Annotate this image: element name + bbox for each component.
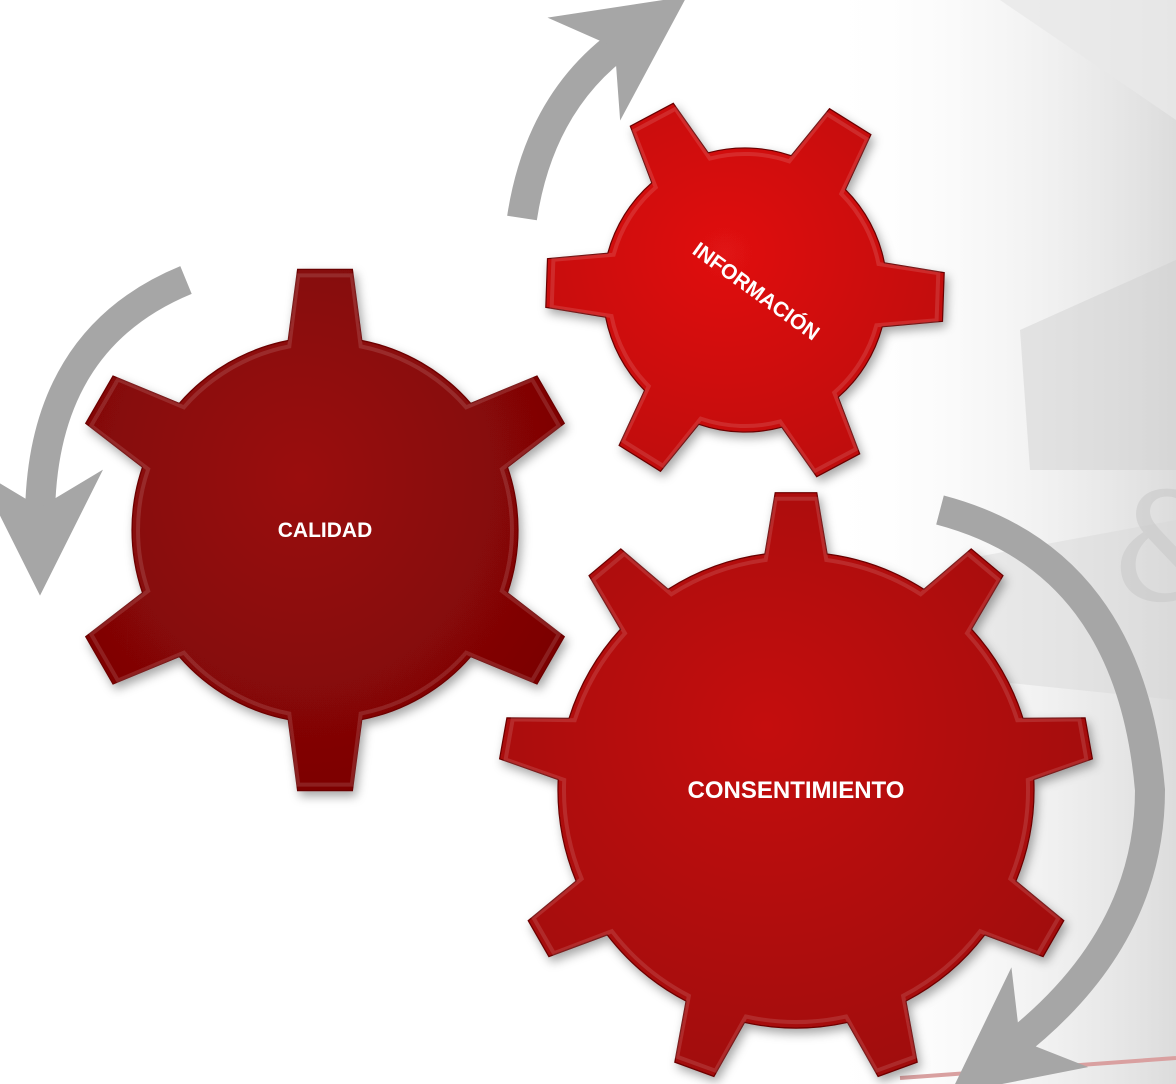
- watermark-ampersand: &: [1110, 462, 1176, 636]
- gear-label-calidad: CALIDAD: [278, 519, 373, 542]
- gear-label-consentimiento: CONSENTIMIENTO: [688, 777, 905, 804]
- gear-informacion-bevel: [549, 106, 941, 474]
- gear-informacion: [545, 102, 945, 478]
- gear-calidad-shape: [84, 268, 566, 792]
- arrow-informacion: [507, 0, 687, 221]
- arrow-consentimiento: [936, 495, 1166, 1084]
- gear-consentimiento-shape: [498, 492, 1094, 1078]
- gear-consentimiento: [498, 492, 1094, 1078]
- gear-consentimiento-bevel: [503, 496, 1089, 1074]
- gear-informacion-shape: [545, 102, 945, 478]
- gear-calidad: [84, 268, 566, 792]
- arrow-calidad: [0, 266, 192, 596]
- gear-calidad-bevel: [88, 273, 562, 787]
